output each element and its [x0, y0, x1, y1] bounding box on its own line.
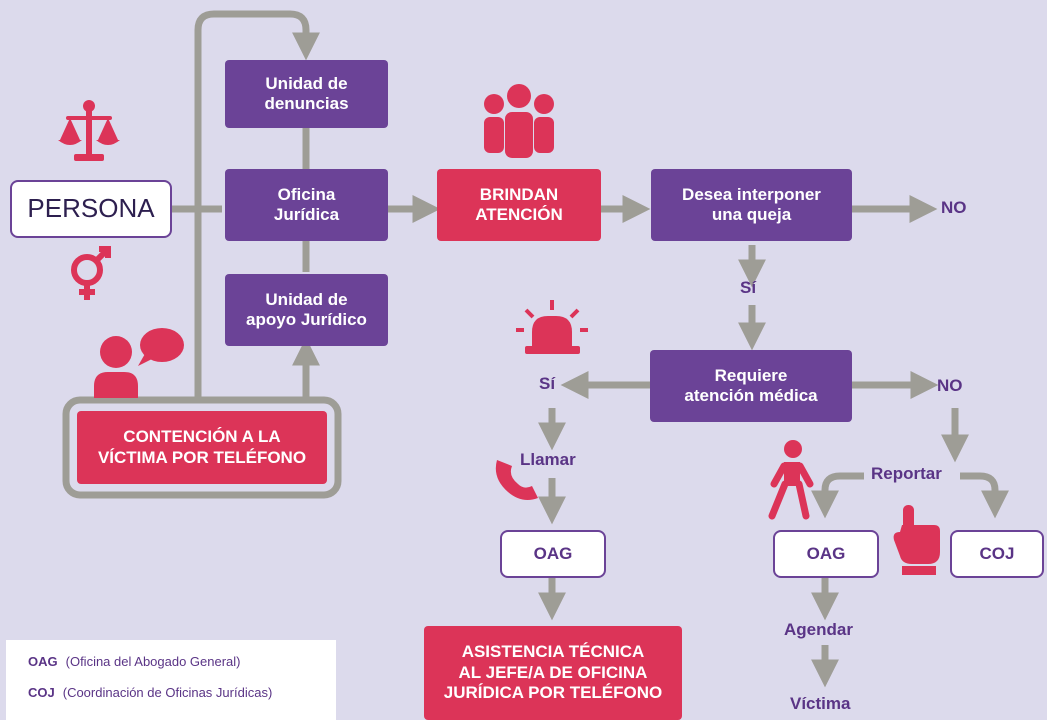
agendar-label: Agendar — [784, 620, 853, 639]
connector-reportar-coj — [960, 472, 1009, 519]
oag-right-box: OAG — [773, 530, 879, 578]
gender-icon — [71, 246, 111, 300]
pointing-hand-icon — [893, 505, 940, 575]
connector-reportar-oag — [811, 472, 864, 519]
contencion-victima-box: CONTENCIÓN A LA VÍCTIMA POR TELÉFONO — [77, 411, 327, 484]
phone-icon — [495, 460, 538, 500]
si-label-mid: Sí — [740, 278, 757, 297]
legend-row-coj: COJ (Coordinación de Oficinas Jurídicas) — [28, 685, 336, 700]
asistencia-tecnica-box: ASISTENCIA TÉCNICA AL JEFE/A DE OFICINA … — [424, 626, 682, 720]
legend-abbr: COJ — [28, 685, 55, 700]
alarm-light-icon — [516, 300, 588, 354]
speaking-person-icon — [94, 328, 184, 398]
no-label-right: NO — [937, 376, 963, 395]
no-label-top: NO — [941, 198, 967, 217]
requiere-atencion-box: Requiere atención médica — [650, 350, 852, 422]
legend: OAG (Oficina del Abogado General) COJ (Coo… — [6, 640, 336, 720]
connector-bracket-top — [194, 10, 320, 400]
coj-box: COJ — [950, 530, 1044, 578]
llamar-label: Llamar — [520, 450, 576, 469]
brindan-atencion-box: BRINDAN ATENCIÓN — [437, 169, 601, 241]
contencion-frame — [62, 396, 342, 499]
persona-box: PERSONA — [10, 180, 172, 238]
oficina-juridica-box: Oficina Jurídica — [225, 169, 388, 241]
oag-left-box: OAG — [500, 530, 606, 578]
legend-desc: (Oficina del Abogado General) — [65, 654, 241, 669]
reportar-label: Reportar — [871, 464, 942, 483]
group-people-icon — [484, 84, 554, 158]
victima-label: Víctima — [790, 694, 851, 713]
scales-icon — [58, 100, 120, 161]
desea-queja-box: Desea interponer una queja — [651, 169, 852, 241]
si-label-left: Sí — [539, 374, 556, 393]
legend-row-oag: OAG (Oficina del Abogado General) — [28, 654, 336, 669]
legend-desc: (Coordinación de Oficinas Jurídicas) — [62, 685, 273, 700]
unidad-apoyo-juridico-box: Unidad de apoyo Jurídico — [225, 274, 388, 346]
walking-person-icon — [768, 440, 814, 520]
unidad-denuncias-box: Unidad de denuncias — [225, 60, 388, 128]
legend-abbr: OAG — [28, 654, 58, 669]
